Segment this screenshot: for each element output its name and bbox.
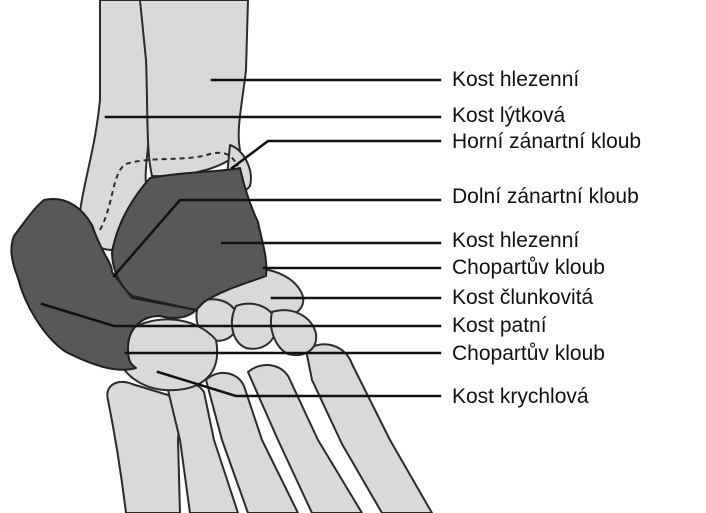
label-kost-krychlova: Kost krychlová: [452, 385, 589, 409]
label-kost-clunkovita: Kost člunkovitá: [452, 286, 593, 310]
metatarsal-bone-1: [107, 382, 180, 513]
label-kost-hlezenni-lower: Kost hlezenní: [452, 229, 579, 253]
label-kost-lytkova: Kost lýtková: [452, 104, 565, 128]
label-horni-zanartni-kloub: Horní zánartní kloub: [452, 130, 641, 154]
label-dolni-zanartni-kloub: Dolní zánartní kloub: [452, 185, 639, 209]
leader-line-upper-ankle-joint: [232, 141, 440, 168]
cuneiform-bone-3: [271, 310, 316, 355]
label-kost-patni: Kost patní: [452, 314, 547, 338]
label-chopartuv-kloub-upper: Chopartův kloub: [452, 256, 605, 280]
label-chopartuv-kloub-lower: Chopartův kloub: [452, 342, 605, 366]
label-kost-hlezenni-upper: Kost hlezenní: [452, 68, 579, 92]
